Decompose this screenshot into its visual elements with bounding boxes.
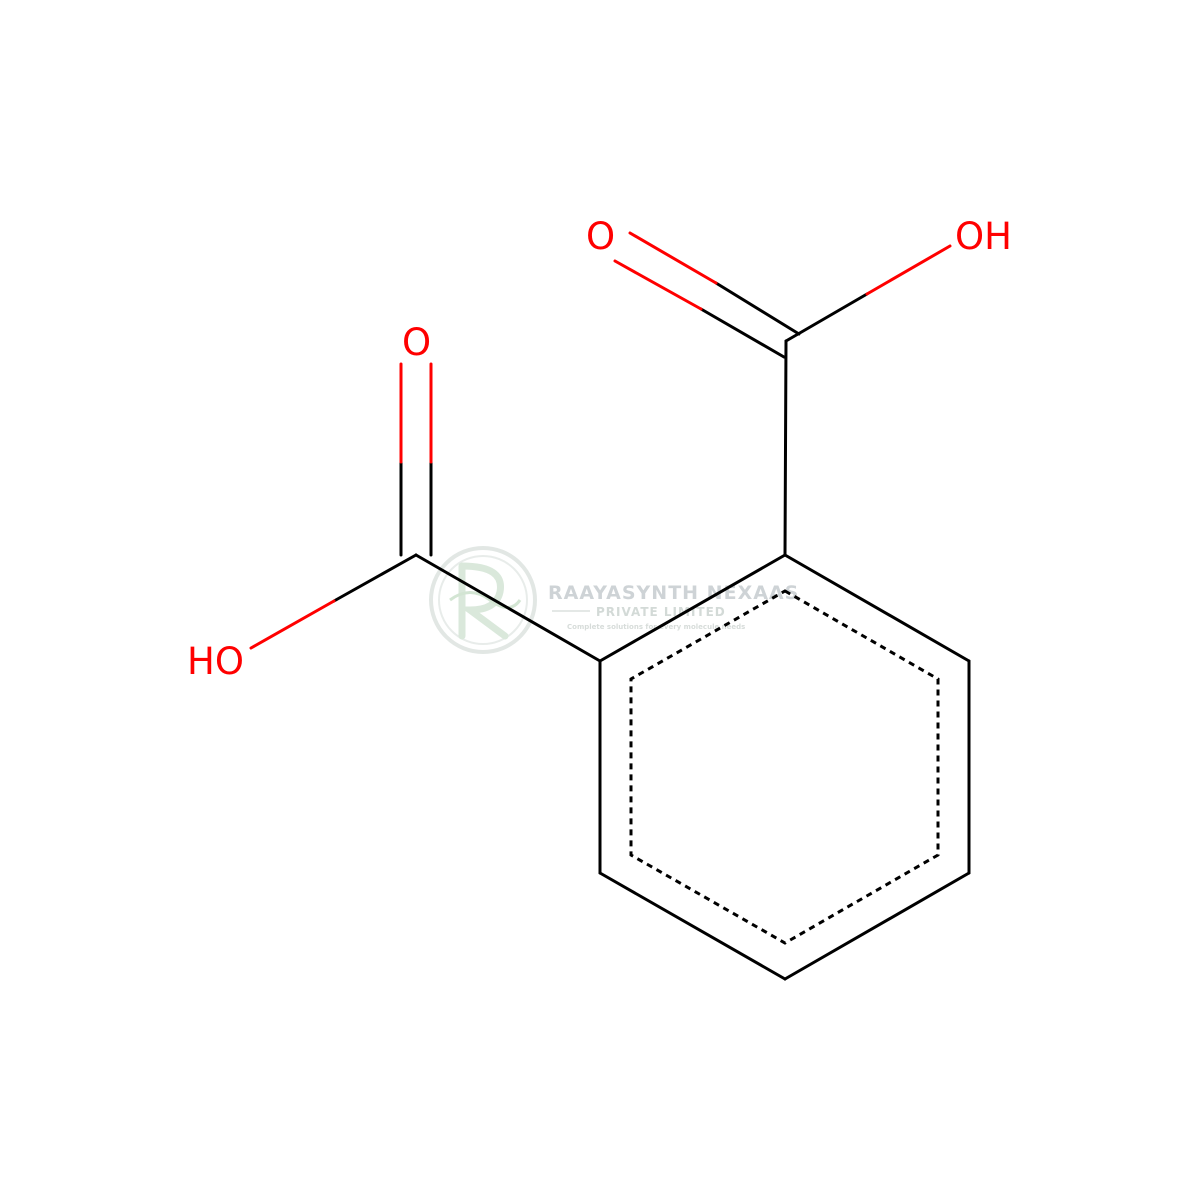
atom-oxygen-top: O [586,215,615,258]
watermark-tagline: Complete solutions for every molecule ne… [567,623,745,631]
carbonyl-bond [714,281,801,336]
watermark-subtitle: PRIVATE LIMITED [596,605,726,619]
carboxyl-group-top: O OH [586,215,1012,557]
atom-hydroxyl-top: OH [955,215,1012,258]
ring-bond [598,871,787,981]
atom-oxygen-left: O [402,321,431,364]
carbonyl-bond [613,259,703,311]
hydroxyl-bond [784,292,869,343]
atom-hydroxyl-left: HO [187,640,244,683]
dna-r-logo-icon [429,546,537,654]
carboxyl-group-left: O HO [187,321,602,683]
carbonyl-bond [699,307,786,359]
benzene-ring [598,553,971,981]
carbonyl-bond [628,231,718,285]
ring-bond [783,553,971,663]
ring-bond [598,553,787,663]
watermark-company: RAAYASYNTH NEXAAS [548,582,799,604]
hydroxyl-bond [865,244,952,296]
watermark: RAAYASYNTH NEXAAS PRIVATE LIMITED Comple… [429,546,799,654]
aromatic-inner-ring [629,589,940,945]
bond-ring-to-carbonyl [783,339,788,557]
bond-ring-to-carbonyl [414,553,602,663]
ring-bond [783,871,971,981]
hydroxyl-bond [332,553,418,603]
hydroxyl-bond [249,599,336,650]
